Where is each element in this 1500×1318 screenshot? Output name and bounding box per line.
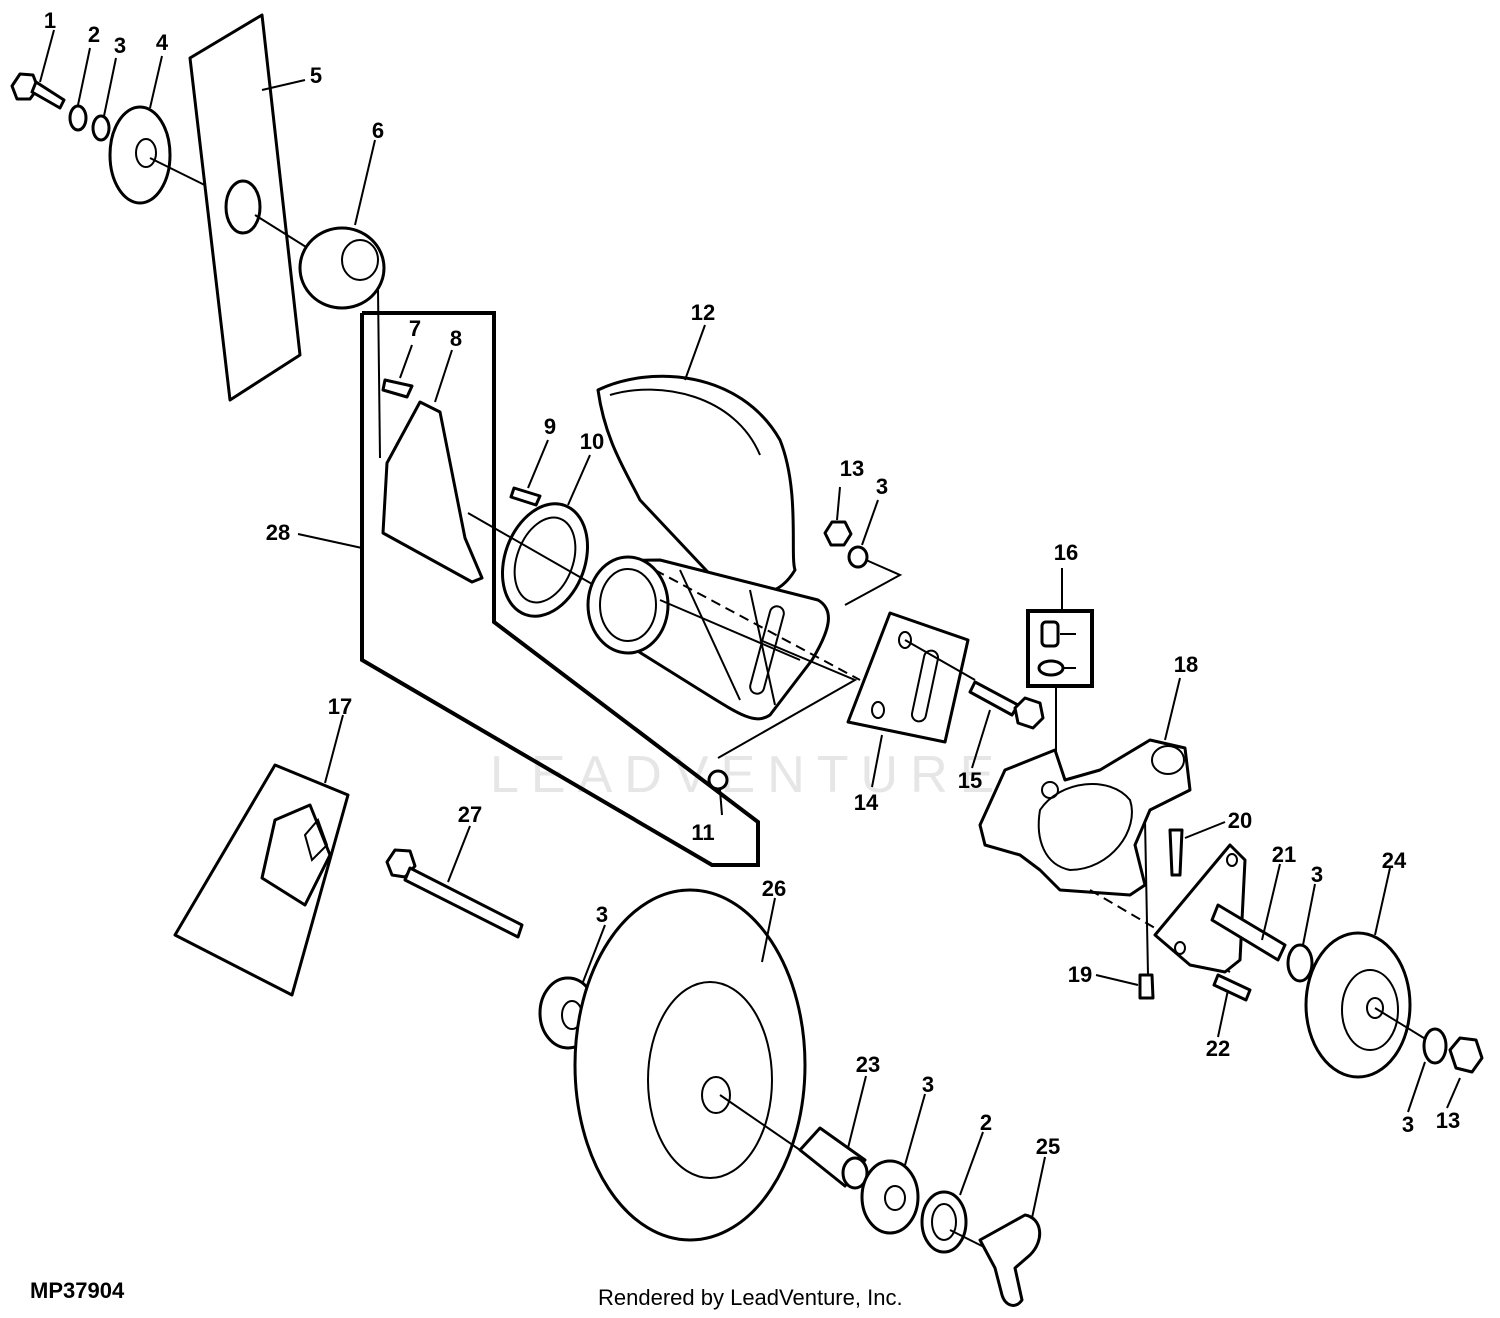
nut-part-13 [1448,1036,1484,1074]
callout-22: 22 [1206,1036,1230,1061]
pulley-part [108,105,172,205]
callout-3b: 3 [876,474,888,499]
callout-23: 23 [856,1052,880,1077]
ring-gasket-part [500,502,590,618]
screw-part-9 [509,486,542,507]
shaft-part-21 [1210,903,1287,962]
callout-10: 10 [580,429,604,454]
bolt-part [10,72,66,110]
wheel-part-24 [1304,931,1412,1079]
assembly-box-28 [360,311,760,867]
callout-19: 19 [1068,962,1092,987]
callout-16: 16 [1054,540,1078,565]
nut-part-11 [707,769,729,791]
wheel-part-26 [573,888,807,1242]
gearbox-part-18 [978,738,1192,897]
callout-9: 9 [544,414,556,439]
fitting-box-16 [1026,609,1094,688]
lock-washer-part [920,1190,968,1254]
callout-2: 2 [88,22,100,47]
assembly-line [1144,819,1149,976]
screw-part-19 [1138,973,1155,1000]
plate-part-14 [846,611,970,744]
callout-13: 13 [840,456,864,481]
callout-3: 3 [114,33,126,58]
callout-3c: 3 [1311,862,1323,887]
grease-fitting-part [1037,620,1065,677]
wing-nut-part-25 [978,1213,1041,1307]
figure-id: MP37904 [30,1278,125,1303]
guard-housing-part [586,374,830,721]
bolt-part-15 [968,680,1045,730]
bushing-part-23 [798,1126,869,1190]
callout-12: 12 [691,300,715,325]
washer-part [847,545,869,569]
assembly-line [377,289,381,459]
blade-hole [224,179,262,235]
callout-4: 4 [156,30,169,55]
assembly-line [844,559,903,606]
callout-6: 6 [372,118,384,143]
callout-5: 5 [310,63,322,88]
washer-part [1422,1027,1448,1065]
callout-15: 15 [958,768,982,793]
callout-1: 1 [44,8,56,33]
callout-17: 17 [328,694,352,719]
callout-3d: 3 [596,902,608,927]
callout-7: 7 [409,316,421,341]
callout-18: 18 [1174,652,1198,677]
watermark-text: LEADVENTURE [490,746,1006,804]
callout-20: 20 [1228,808,1252,833]
assembly-line [719,1094,801,1151]
callout-3f: 3 [1402,1112,1414,1137]
washer-part [68,104,88,132]
nut-part-13 [823,520,853,547]
hub-part [298,226,386,310]
callout-24: 24 [1382,848,1407,873]
callout-8: 8 [450,326,462,351]
spindle-plate-part [1153,843,1247,974]
bracket-part-8 [381,400,484,584]
callout-27: 27 [458,802,482,827]
callout-labels: 1 2 3 4 5 6 7 8 9 10 12 28 13 3 16 18 17… [44,8,1460,1159]
callout-11: 11 [691,820,714,845]
callout-14: 14 [854,790,879,815]
callout-21: 21 [1272,842,1296,867]
washer-part [1286,943,1314,983]
decal-part-17 [173,763,350,997]
screw-part-20 [1168,828,1184,877]
credit-text: Rendered by LeadVenture, Inc. [598,1285,903,1310]
bolt-part-22 [1212,973,1252,1002]
assembly-line [717,639,858,759]
assembly-line [904,639,976,681]
callout-26: 26 [762,876,786,901]
assembly-line [1374,1007,1433,1044]
assembly-line [654,569,861,681]
bolt-part-27 [385,848,524,939]
leader-lines [39,29,1461,1219]
washer-part [860,1159,920,1235]
callout-13b: 13 [1436,1108,1460,1133]
callout-25: 25 [1036,1134,1060,1159]
callout-3e: 3 [922,1072,934,1097]
plate-hole [1226,853,1238,867]
washer-part [91,114,111,142]
callout-28: 28 [266,520,290,545]
screw-part-7 [381,378,414,399]
plate-hole [1174,941,1186,955]
callout-2b: 2 [980,1110,992,1135]
